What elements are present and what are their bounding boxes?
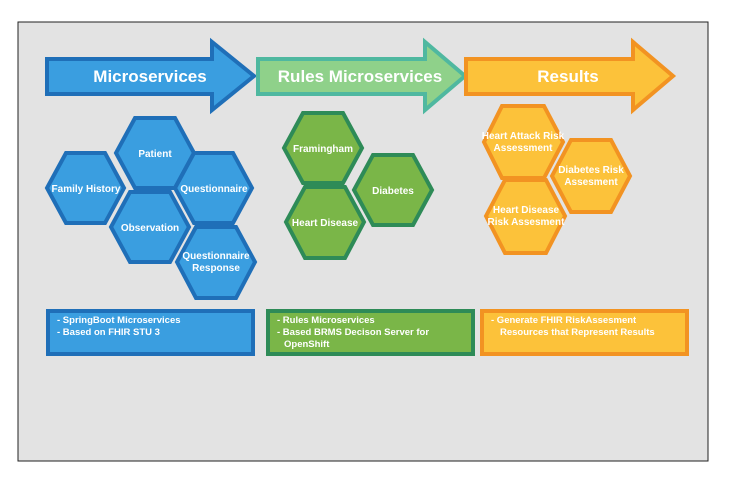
hex-heart-disease-risk-line2: Risk Assesment xyxy=(488,217,566,228)
hex-observation-label: Observation xyxy=(121,223,179,234)
arrow-rules-label: Rules Microservices xyxy=(278,67,442,86)
hex-questionnaire-label: Questionnaire xyxy=(180,184,248,195)
hex-diabetes-risk-line1: Diabetes Risk xyxy=(558,165,624,176)
box-microservices-line1: - SpringBoot Microservices xyxy=(57,315,181,326)
hex-diabetes-label: Diabetes xyxy=(372,186,414,197)
hex-heart-disease: Heart Disease xyxy=(283,185,367,260)
hex-patient-label: Patient xyxy=(138,149,172,160)
hex-heart-attack-risk: Heart Attack Risk Assessment xyxy=(481,104,566,180)
arrow-results-label: Results xyxy=(537,67,598,86)
box-results: - Generate FHIR RiskAssesment Resources … xyxy=(480,309,689,356)
arrow-results: Results xyxy=(464,37,677,115)
hex-family-history: Family History xyxy=(44,151,127,225)
box-results-line1: - Generate FHIR RiskAssesment xyxy=(491,315,637,326)
hex-framingham: Framingham xyxy=(281,111,365,185)
box-rules-line2: - Based BRMS Decison Server for xyxy=(277,327,429,338)
hex-heart-attack-risk-line1: Heart Attack Risk xyxy=(482,131,565,142)
hex-diabetes-risk-line2: Assesment xyxy=(564,177,618,188)
arrow-microservices: Microservices xyxy=(45,37,258,115)
hex-family-history-label: Family History xyxy=(52,184,121,195)
box-microservices-line2: - Based on FHIR STU 3 xyxy=(57,327,160,338)
hex-diabetes-risk: Diabetes Risk Assesment xyxy=(549,138,633,214)
hex-questionnaire-response: Questionnaire Response xyxy=(174,225,258,300)
arrow-microservices-label: Microservices xyxy=(93,67,206,86)
box-results-line2: Resources that Represent Results xyxy=(500,327,655,338)
hex-framingham-label: Framingham xyxy=(293,144,353,155)
hex-heart-disease-risk-line1: Heart Disease xyxy=(493,205,560,216)
box-rules-line3: OpenShift xyxy=(284,339,330,350)
box-microservices: - SpringBoot Microservices - Based on FH… xyxy=(46,309,255,356)
arrow-rules-microservices: Rules Microservices xyxy=(256,37,469,115)
hex-questionnaire-response-line1: Questionnaire xyxy=(182,251,250,262)
box-rules: - Rules Microservices - Based BRMS Decis… xyxy=(266,309,475,356)
hex-observation: Observation xyxy=(108,190,192,264)
hex-questionnaire: Questionnaire xyxy=(172,151,255,225)
box-rules-line1: - Rules Microservices xyxy=(277,315,375,326)
hex-heart-disease-label: Heart Disease xyxy=(292,218,359,229)
hex-heart-attack-risk-line2: Assessment xyxy=(494,143,554,154)
hex-diabetes: Diabetes xyxy=(351,153,435,227)
hex-heart-disease-risk: Heart Disease Risk Assesment xyxy=(483,178,568,255)
hex-questionnaire-response-line2: Response xyxy=(192,263,240,274)
